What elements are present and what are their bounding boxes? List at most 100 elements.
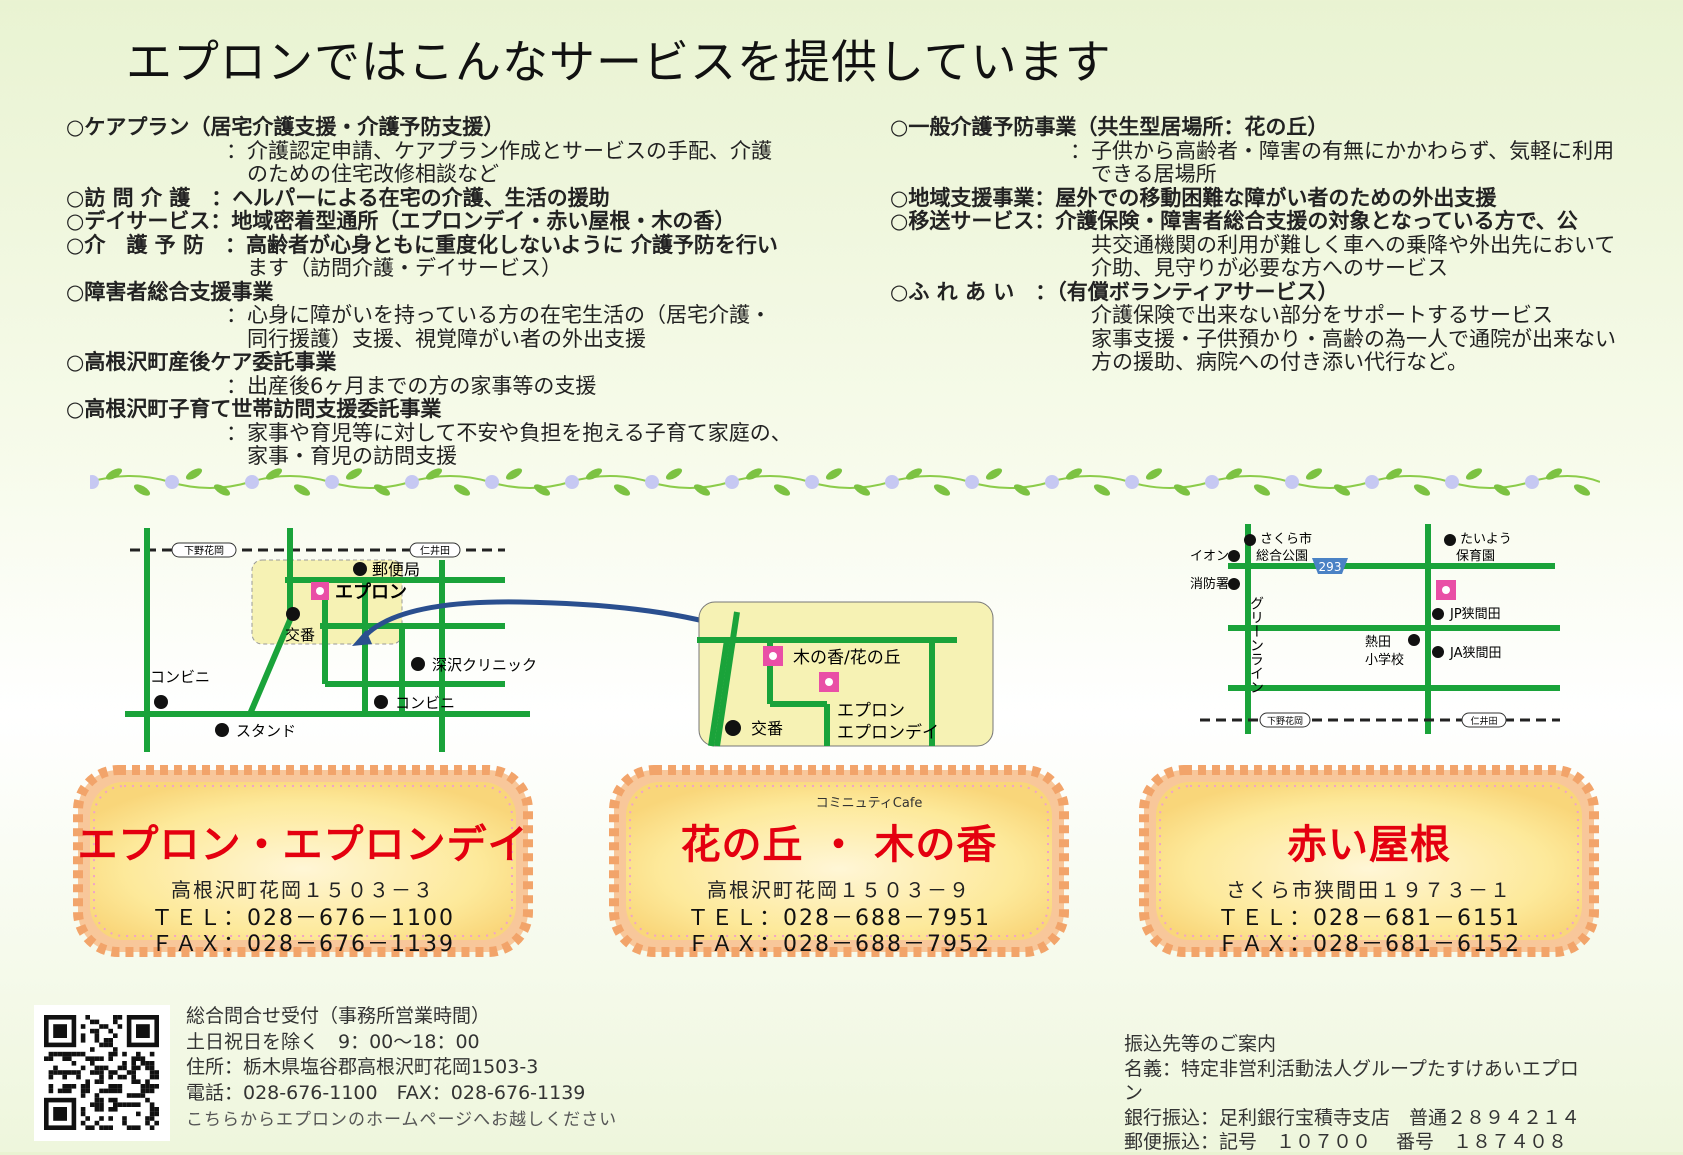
bank-line-1: 振込先等のご案内 bbox=[1124, 1033, 1277, 1055]
service-description: 方の援助、病院への付き添い代行など。 bbox=[1070, 350, 1468, 374]
service-description: 同行援護）支援、視覚障がい者の外出支援 bbox=[226, 326, 646, 351]
service-item: ○高根沢町子育て世帯訪問支援委託事業：家事や育児等に対して不安や負担を抱える子育… bbox=[66, 397, 792, 469]
card-akaiyane: 赤い屋根 さくら市狭間田１９７３－１ ＴＥＬ：028－681－6151 ＦＡＸ：… bbox=[1130, 756, 1608, 966]
vine-leaf-icon bbox=[373, 484, 391, 496]
card-fax: ＦＡＸ：028－688－7952 bbox=[687, 932, 991, 957]
map-label-jp: JP狭間田 bbox=[1449, 607, 1501, 622]
vine-leaf-icon bbox=[665, 468, 683, 480]
vine-flower-icon bbox=[725, 475, 739, 489]
vine-leaf-icon bbox=[933, 484, 951, 496]
bank-line-2b: ン bbox=[1124, 1082, 1144, 1104]
qr-code[interactable] bbox=[34, 1005, 170, 1141]
service-item: ○ふ れ あ い ：（有償ボランティアサービス） 介護保険で出来ない部分をサポー… bbox=[890, 280, 1616, 375]
service-item: ○介 護 予 防 ：高齢者が心身ともに重度化しないように 介護予防を行い ます（… bbox=[66, 232, 792, 281]
service-item: ○デイサービス：地域密着型通所（エプロンデイ・赤い屋根・木の香） bbox=[66, 209, 792, 234]
vine-leaf-icon bbox=[293, 484, 311, 496]
service-description: ：出産後6ヶ月までの方の家事等の支援 bbox=[226, 373, 597, 398]
service-description: 家事・育児の訪問支援 bbox=[226, 444, 457, 468]
card-address: 高根沢町花岡１５０３－３ bbox=[171, 878, 435, 902]
vine-flower-icon bbox=[1045, 475, 1059, 489]
bank-info: 振込先等のご案内 名義：特定非営利活動法人グループたすけあいエプロ ン 銀行振込… bbox=[1124, 1032, 1644, 1155]
vine-leaf-icon bbox=[185, 468, 203, 480]
vine-leaf-icon bbox=[1145, 468, 1163, 480]
service-heading: ○移送サービス：介護保険・障害者総合支援の対象となっている方で、公 bbox=[890, 209, 1578, 233]
bank-line-4: 郵便振込：記号 １０７００ 番号 １８７４０８ bbox=[1124, 1131, 1568, 1153]
vine-flower-icon bbox=[805, 475, 819, 489]
vine-leaf-icon bbox=[1413, 484, 1431, 496]
vine-leaf-icon bbox=[213, 484, 231, 496]
service-item: ○訪 問 介 護 ：ヘルパーによる在宅の介護、生活の援助 bbox=[66, 186, 792, 211]
vine-flower-icon bbox=[165, 475, 179, 489]
vine-flower-icon bbox=[245, 475, 259, 489]
service-heading: ○介 護 予 防 ：高齢者が心身ともに重度化しないように 介護予防を行い bbox=[66, 232, 778, 257]
vine-flower-icon bbox=[1525, 475, 1539, 489]
service-description: ：子供から高齢者・障害の有無にかかわらず、気軽に利用 bbox=[1070, 138, 1615, 163]
vine-leaf-icon bbox=[1573, 484, 1591, 496]
vine-leaf-icon bbox=[133, 484, 151, 496]
bank-line-2: 名義：特定非営利活動法人グループたすけあいエプロ bbox=[1124, 1057, 1579, 1080]
road-label-right-3: 仁井田 bbox=[1470, 715, 1497, 727]
vine-flower-icon bbox=[885, 475, 899, 489]
service-description: ：心身に障がいを持っている方の在宅生活の（居宅介護・ bbox=[226, 303, 771, 327]
vine-leaf-icon bbox=[1385, 468, 1403, 480]
map-label-koban: 交番 bbox=[285, 626, 315, 644]
vine-leaf-icon bbox=[1065, 468, 1083, 480]
service-list-right: ○一般介護予防事業（共生型居場所：花の丘）：子供から高齢者・障害の有無にかかわら… bbox=[890, 115, 1616, 375]
service-description: のための住宅改修相談など bbox=[226, 162, 499, 186]
vine-flower-icon bbox=[90, 475, 99, 489]
service-item: ○地域支援事業：屋外での移動困難な障がい者のための外出支援 bbox=[890, 185, 1616, 211]
map-label-aeon: イオン bbox=[1190, 549, 1229, 564]
vine-flower-icon bbox=[965, 475, 979, 489]
vine-flower-icon bbox=[1125, 475, 1139, 489]
vine-leaf-icon bbox=[425, 468, 443, 480]
contact-line-1: 総合問合せ受付（事務所営業時間） bbox=[186, 1005, 491, 1027]
card-apron: エプロン・エプロンデイ 高根沢町花岡１５０３－３ ＴＥＬ：028－676－110… bbox=[64, 756, 542, 966]
vine-leaf-icon bbox=[745, 468, 763, 480]
vine-leaf-icon bbox=[1493, 484, 1511, 496]
service-description: 介助、見守りが必要な方へのサービス bbox=[1070, 256, 1448, 280]
vine-leaf-icon bbox=[345, 468, 363, 480]
vine-leaf-icon bbox=[1465, 468, 1483, 480]
vine-leaf-icon bbox=[1545, 468, 1563, 480]
vine-leaf-icon bbox=[1305, 468, 1323, 480]
contact-line-3: 住所：栃木県塩谷郡高根沢町花岡1503-3 bbox=[186, 1056, 539, 1078]
service-item: ○障害者総合支援事業：心身に障がいを持っている方の在宅生活の（居宅介護・ 同行援… bbox=[66, 280, 792, 352]
service-heading: ○一般介護予防事業（共生型居場所：花の丘） bbox=[890, 115, 1329, 139]
vine-leaf-icon bbox=[533, 484, 551, 496]
card-address: さくら市狭間田１９７３－１ bbox=[1226, 878, 1512, 902]
card-fax: ＦＡＸ：028－676－1139 bbox=[151, 932, 455, 957]
vine-leaf-icon bbox=[1173, 484, 1191, 496]
page-title: エプロンではこんなサービスを提供しています bbox=[126, 35, 1112, 89]
vine-leaf-icon bbox=[853, 484, 871, 496]
service-description: できる居場所 bbox=[1070, 162, 1217, 186]
card-tel: ＴＥＬ：028－688－7951 bbox=[687, 906, 991, 931]
contact-line-4: 電話：028-676-1100 FAX：028-676-1139 bbox=[186, 1081, 586, 1104]
map-label-kinoka: 木の香/花の丘 bbox=[793, 648, 901, 668]
vine-leaf-icon bbox=[265, 468, 283, 480]
service-heading: ○高根沢町子育て世帯訪問支援委託事業 bbox=[66, 397, 442, 421]
card-sub: コミニュティCafe bbox=[815, 796, 923, 811]
service-item: ○移送サービス：介護保険・障害者総合支援の対象となっている方で、公 共交通機関の… bbox=[890, 209, 1616, 281]
vine-leaf-icon bbox=[1093, 484, 1111, 496]
map-label-apron: エプロン bbox=[335, 581, 407, 603]
map-akaiyane: 下野花岡 仁井田 さくら市 総合公園 イオン 消防署 293 たいよう 保育園 … bbox=[1190, 524, 1570, 744]
map-label-apron2: エプロン bbox=[837, 701, 905, 721]
card-fax: ＦＡＸ：028－681－6152 bbox=[1217, 932, 1521, 957]
service-heading: ○高根沢町産後ケア委託事業 bbox=[66, 350, 337, 374]
vine-leaf-icon bbox=[1013, 484, 1031, 496]
homepage-note: こちらからエプロンのホームページへお越しください bbox=[186, 1110, 618, 1130]
map-label-clinic: 深沢クリニック bbox=[432, 656, 537, 674]
vine-leaf-icon bbox=[773, 484, 791, 496]
service-heading: ○地域支援事業：屋外での移動困難な障がい者のための外出支援 bbox=[890, 185, 1497, 210]
service-description: 共交通機関の利用が難しく車への乗降や外出先において bbox=[1070, 232, 1616, 257]
vine-leaf-icon bbox=[585, 468, 603, 480]
card-name: 赤い屋根 bbox=[1287, 822, 1451, 868]
vine-leaf-icon bbox=[1225, 468, 1243, 480]
vine-leaf-icon bbox=[1253, 484, 1271, 496]
map-label-school2: 小学校 bbox=[1365, 652, 1404, 668]
service-item: ○高根沢町産後ケア委託事業：出産後6ヶ月までの方の家事等の支援 bbox=[66, 350, 792, 398]
vine-leaf-icon bbox=[1333, 484, 1351, 496]
map-arrow bbox=[352, 599, 731, 646]
service-description: 家事支援・子供預かり・高齢の為一人で通院が出来ない bbox=[1070, 326, 1616, 351]
service-heading: ○デイサービス：地域密着型通所（エプロンデイ・赤い屋根・木の香） bbox=[66, 209, 736, 233]
